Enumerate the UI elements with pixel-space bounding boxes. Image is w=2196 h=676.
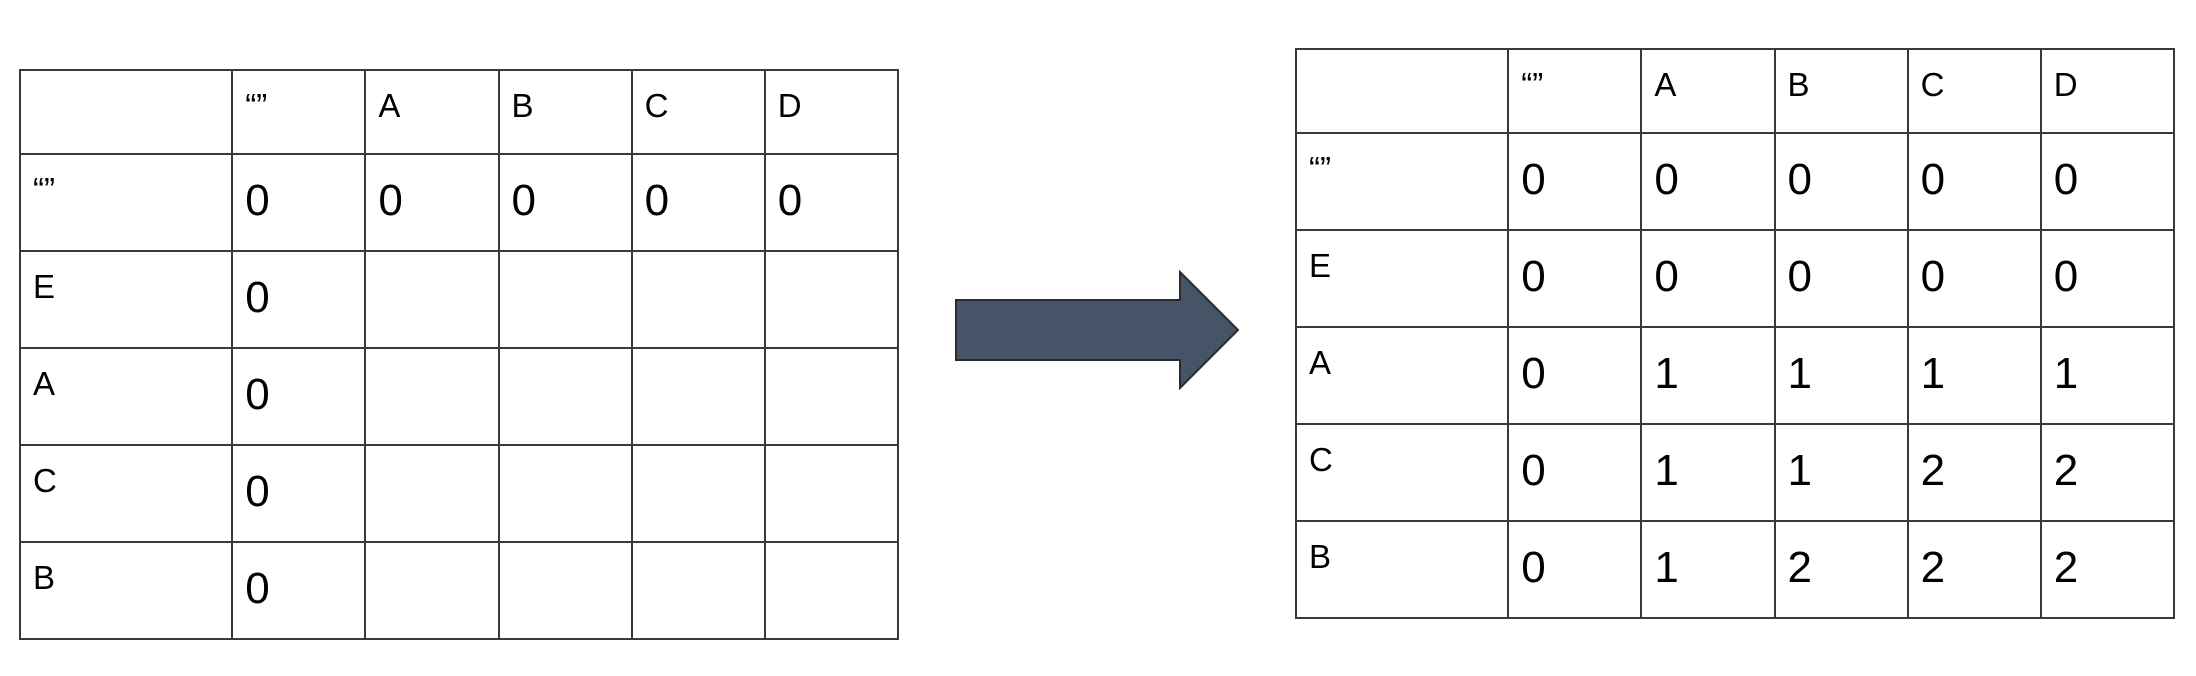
table-cell bbox=[763, 444, 900, 543]
column-header: A bbox=[364, 69, 500, 155]
table-row: B 0 1 2 2 2 bbox=[1294, 520, 2176, 619]
table-row: B 0 bbox=[18, 541, 900, 640]
table-before: “” A B C D “” 0 0 0 0 0 E 0 A 0 bbox=[18, 69, 900, 640]
right-arrow-icon bbox=[955, 270, 1240, 390]
table-cell: 0 bbox=[231, 347, 367, 446]
table-row: E 0 bbox=[18, 250, 900, 349]
table-cell: 0 bbox=[231, 541, 367, 640]
table-cell: 0 bbox=[231, 153, 367, 252]
table-cell: 0 bbox=[1507, 326, 1643, 425]
table-cell: 1 bbox=[2039, 326, 2176, 425]
table-cell: 2 bbox=[2039, 423, 2176, 522]
table-cell: 0 bbox=[1507, 520, 1643, 619]
table-cell bbox=[630, 541, 766, 640]
table-cell: 0 bbox=[231, 444, 367, 543]
row-header: A bbox=[18, 347, 234, 446]
row-header: C bbox=[1294, 423, 1510, 522]
table-cell bbox=[763, 541, 900, 640]
table-cell bbox=[364, 541, 500, 640]
table-row: A 0 1 1 1 1 bbox=[1294, 326, 2176, 425]
header-row: “” A B C D bbox=[1294, 48, 2176, 134]
table-cell: 0 bbox=[2039, 229, 2176, 328]
column-header: B bbox=[1773, 48, 1909, 134]
table-cell bbox=[763, 250, 900, 349]
table-cell: 2 bbox=[2039, 520, 2176, 619]
table-cell: 1 bbox=[1640, 423, 1776, 522]
table-cell: 0 bbox=[1773, 132, 1909, 231]
table-row: E 0 0 0 0 0 bbox=[1294, 229, 2176, 328]
table-cell: 2 bbox=[1906, 520, 2042, 619]
row-header: B bbox=[18, 541, 234, 640]
table-cell: 1 bbox=[1906, 326, 2042, 425]
table-cell: 2 bbox=[1773, 520, 1909, 619]
table-cell: 0 bbox=[1906, 229, 2042, 328]
table-cell: 1 bbox=[1640, 326, 1776, 425]
table-row: “” 0 0 0 0 0 bbox=[1294, 132, 2176, 231]
table-cell: 0 bbox=[1507, 229, 1643, 328]
table-cell bbox=[497, 347, 633, 446]
row-header: A bbox=[1294, 326, 1510, 425]
table-cell: 0 bbox=[364, 153, 500, 252]
table-cell bbox=[497, 541, 633, 640]
table-cell bbox=[763, 347, 900, 446]
table-cell: 0 bbox=[1507, 132, 1643, 231]
table-cell: 1 bbox=[1640, 520, 1776, 619]
column-header: C bbox=[630, 69, 766, 155]
table-cell: 0 bbox=[1640, 229, 1776, 328]
table-cell: 0 bbox=[630, 153, 766, 252]
table-cell bbox=[364, 347, 500, 446]
row-header: E bbox=[18, 250, 234, 349]
corner-cell bbox=[18, 69, 234, 155]
table-cell bbox=[630, 250, 766, 349]
table-cell: 1 bbox=[1773, 423, 1909, 522]
table-cell bbox=[364, 444, 500, 543]
table-cell: 0 bbox=[1640, 132, 1776, 231]
table-cell: 1 bbox=[1773, 326, 1909, 425]
table-row: A 0 bbox=[18, 347, 900, 446]
table-cell: 2 bbox=[1906, 423, 2042, 522]
row-header: E bbox=[1294, 229, 1510, 328]
row-header: “” bbox=[18, 153, 234, 252]
table-row: “” 0 0 0 0 0 bbox=[18, 153, 900, 252]
table-row: C 0 1 1 2 2 bbox=[1294, 423, 2176, 522]
row-header: “” bbox=[1294, 132, 1510, 231]
row-header: B bbox=[1294, 520, 1510, 619]
row-header: C bbox=[18, 444, 234, 543]
table-cell: 0 bbox=[2039, 132, 2176, 231]
table-cell bbox=[630, 444, 766, 543]
table-row: C 0 bbox=[18, 444, 900, 543]
header-row: “” A B C D bbox=[18, 69, 900, 155]
column-header: “” bbox=[1507, 48, 1643, 134]
table-cell: 0 bbox=[1773, 229, 1909, 328]
table-cell bbox=[497, 250, 633, 349]
column-header: C bbox=[1906, 48, 2042, 134]
table-cell bbox=[364, 250, 500, 349]
table-cell: 0 bbox=[1507, 423, 1643, 522]
table-after: “” A B C D “” 0 0 0 0 0 E 0 0 0 0 0 A 0 … bbox=[1294, 48, 2176, 619]
column-header: A bbox=[1640, 48, 1776, 134]
column-header: D bbox=[763, 69, 900, 155]
table-cell bbox=[497, 444, 633, 543]
table-cell bbox=[630, 347, 766, 446]
table-cell: 0 bbox=[763, 153, 900, 252]
table-cell: 0 bbox=[497, 153, 633, 252]
column-header: D bbox=[2039, 48, 2176, 134]
column-header: “” bbox=[231, 69, 367, 155]
table-cell: 0 bbox=[231, 250, 367, 349]
column-header: B bbox=[497, 69, 633, 155]
table-cell: 0 bbox=[1906, 132, 2042, 231]
arrow-shape bbox=[955, 270, 1240, 390]
corner-cell bbox=[1294, 48, 1510, 134]
